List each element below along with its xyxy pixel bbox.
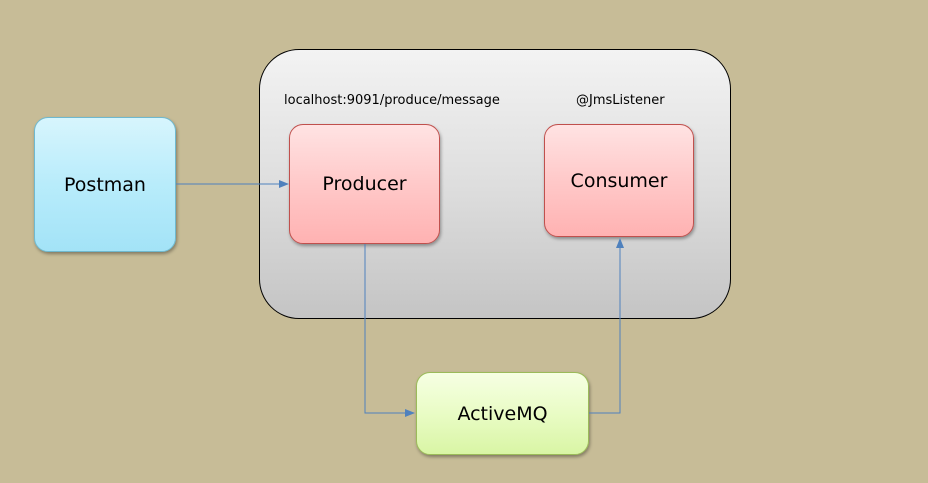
consumer-annotation-label: @JmsListener (576, 93, 665, 108)
producer-label: Producer (322, 173, 407, 195)
consumer-label: Consumer (570, 169, 668, 192)
postman-node: Postman (34, 117, 176, 252)
producer-node: Producer (289, 124, 440, 244)
activemq-node: ActiveMQ (416, 372, 589, 455)
activemq-label: ActiveMQ (457, 402, 548, 425)
consumer-node: Consumer (544, 124, 694, 237)
producer-endpoint-label: localhost:9091/produce/message (284, 93, 500, 108)
postman-label: Postman (64, 173, 146, 196)
